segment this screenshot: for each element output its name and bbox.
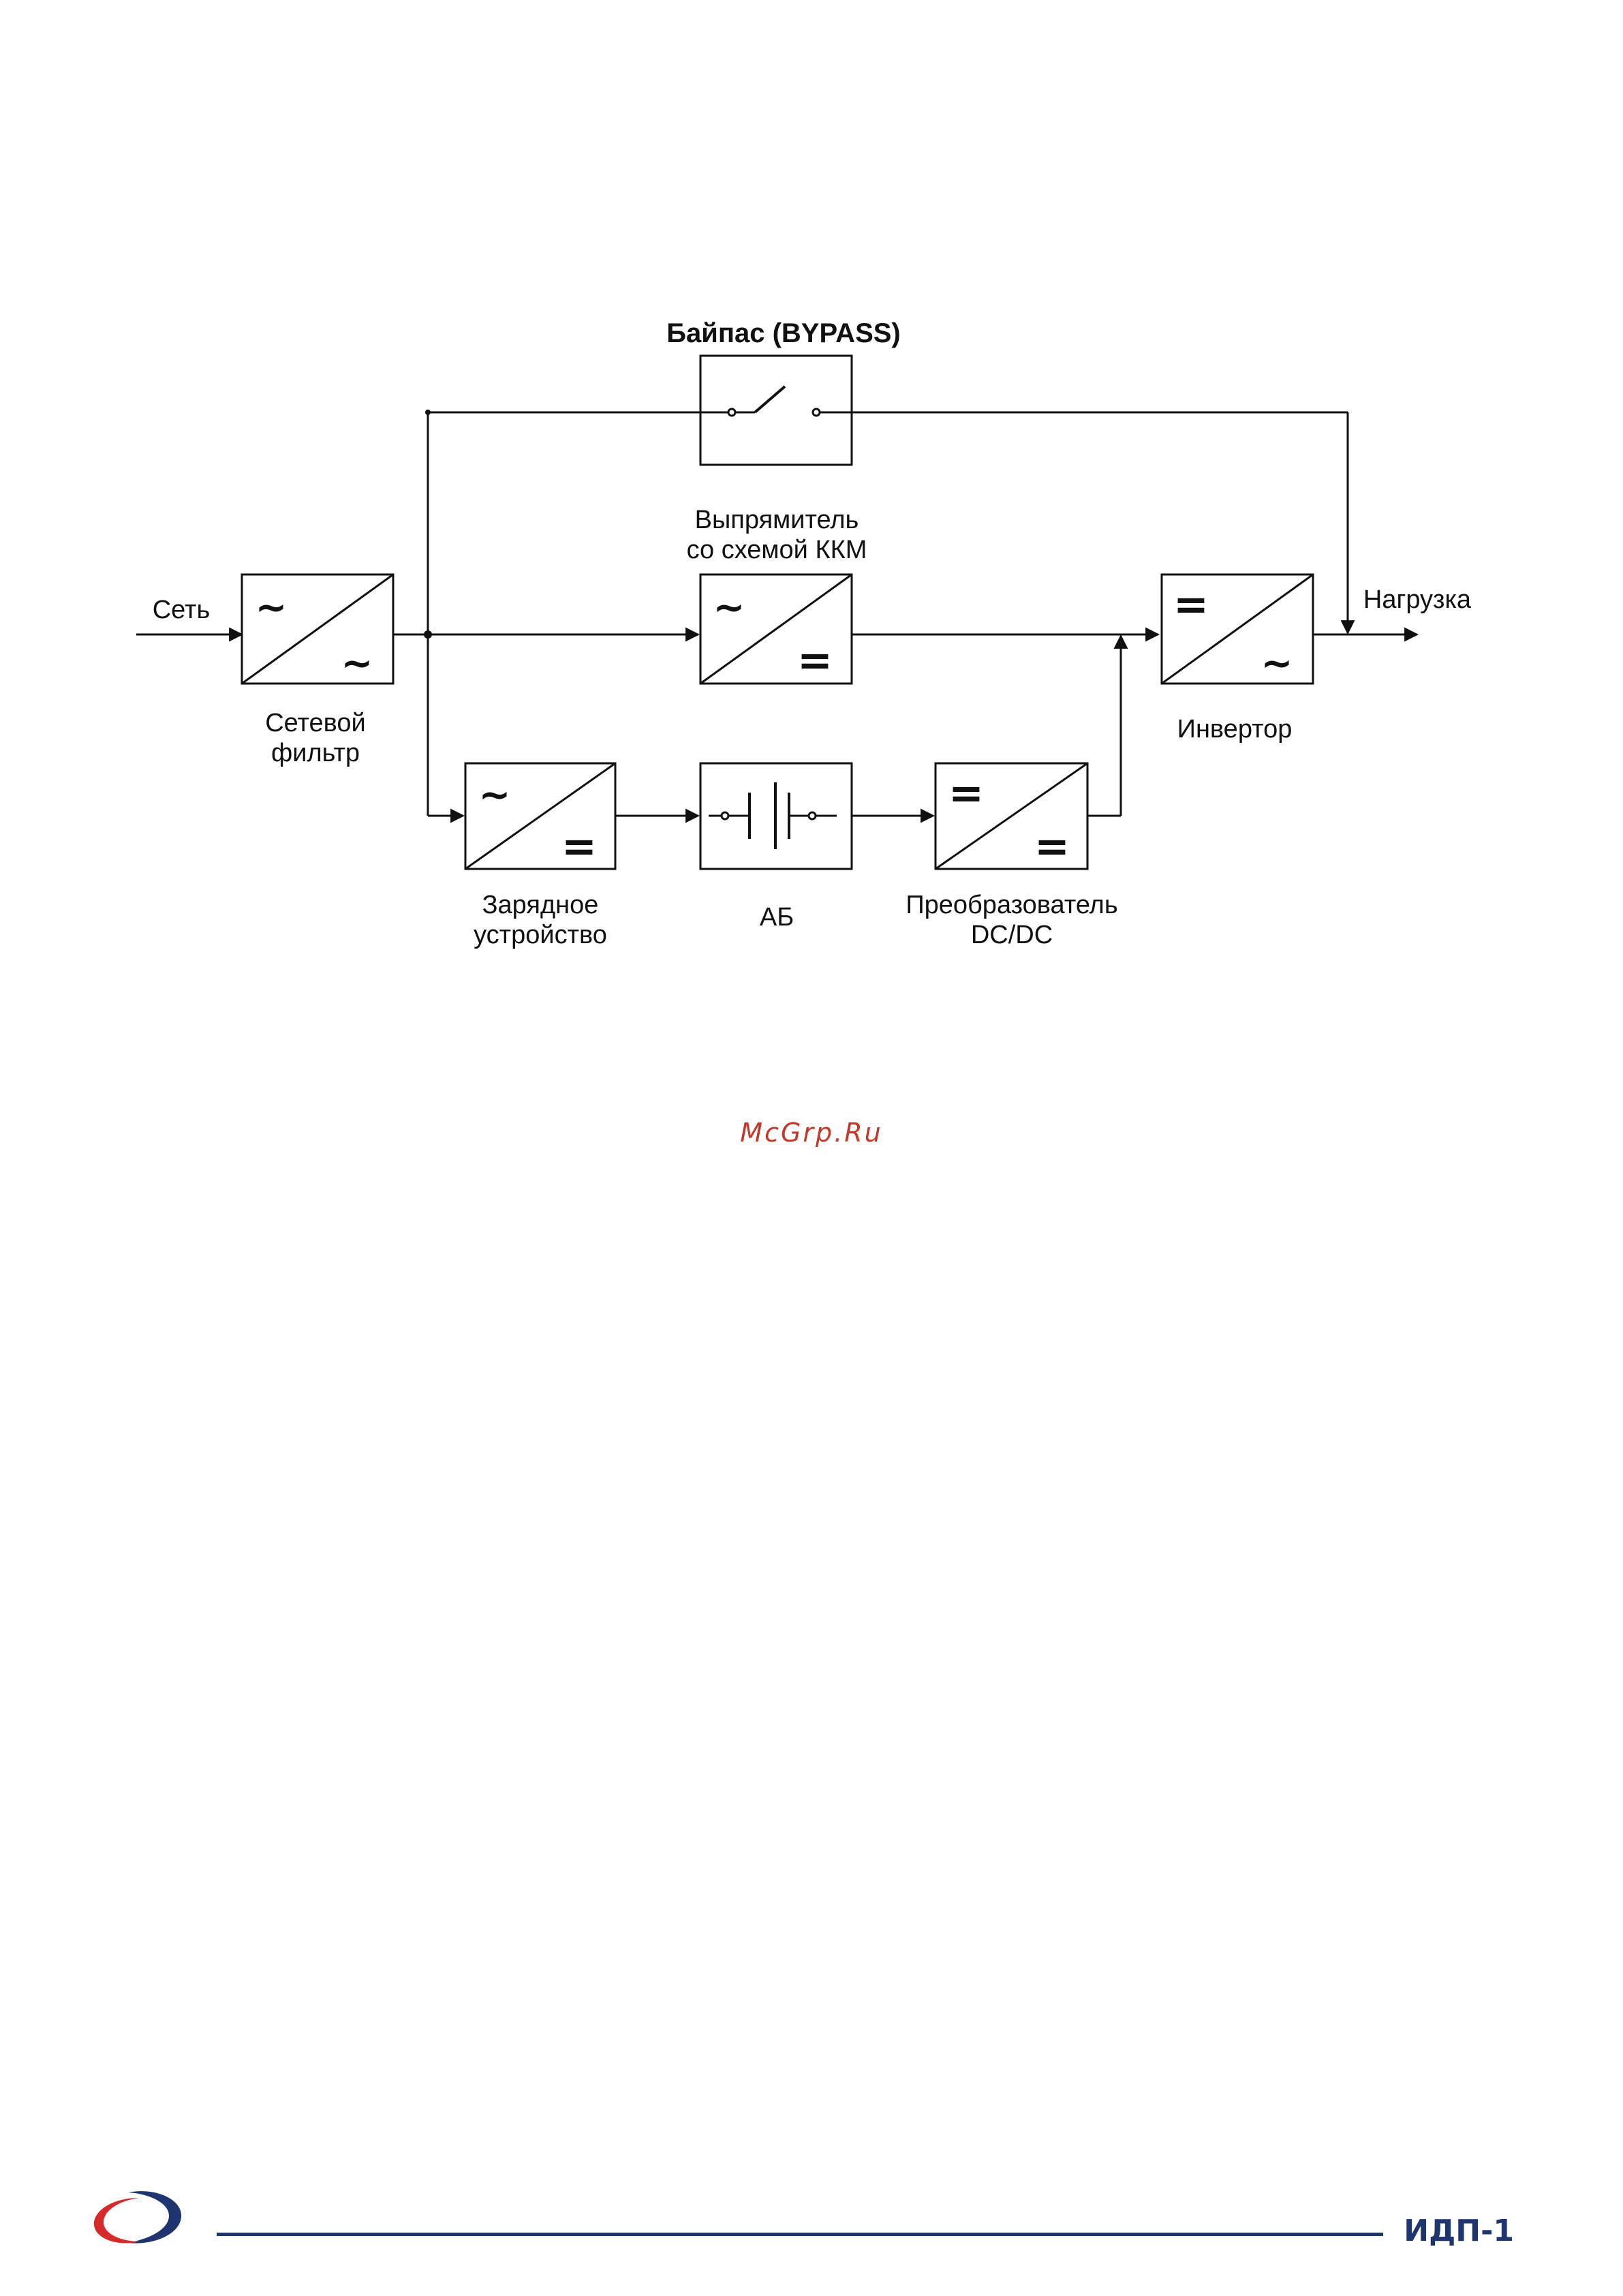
inverter-symbol-out: ~ [1261,641,1293,686]
dcdc-label-line1: Преобразователь [906,891,1117,919]
bypass-title: Байпас (BYPASS) [666,318,901,348]
dcdc-symbol-out: = [1034,821,1070,871]
rectifier-label-line1: Выпрямитель [695,506,859,534]
dcdc-label-line2: DC/DC [971,921,1053,949]
output-label: Нагрузка [1363,585,1472,614]
filter-block: ~ ~ [242,575,393,686]
inverter-block: = ~ [1162,575,1313,686]
document-code: ИДП-1 [1404,2214,1514,2248]
footer-divider [217,2233,1383,2236]
filter-label-line1: Сетевой [265,709,366,737]
watermark: McGrp.Ru [0,1118,1623,1148]
inverter-label: Инвертор [1177,715,1293,744]
filter-symbol-in: ~ [256,585,288,630]
charger-label-line2: устройство [474,921,607,949]
rectifier-block: ~ = [700,575,852,685]
input-label: Сеть [153,596,211,624]
charger-symbol-in: ~ [479,773,511,817]
rectifier-symbol-out: = [797,635,833,685]
switch-contact-icon [813,409,820,416]
junction-dot [424,630,432,639]
charger-label-line1: Зарядное [482,891,599,919]
filter-label-line2: фильтр [271,739,360,767]
dcdc-symbol-in: = [948,768,984,818]
junction-dot [425,410,431,415]
battery-block [700,763,852,869]
bypass-block [700,356,852,465]
charger-block: ~ = [465,763,615,871]
switch-contact-icon [728,409,735,416]
dcdc-block: = = [936,763,1087,871]
charger-symbol-out: = [561,821,597,871]
battery-label: АБ [760,903,794,932]
rectifier-symbol-in: ~ [713,585,745,630]
inverter-symbol-in: = [1173,579,1209,629]
filter-symbol-out: ~ [341,641,373,686]
company-logo-icon [87,2184,189,2252]
rectifier-label-line2: со схемой ККМ [687,536,867,564]
